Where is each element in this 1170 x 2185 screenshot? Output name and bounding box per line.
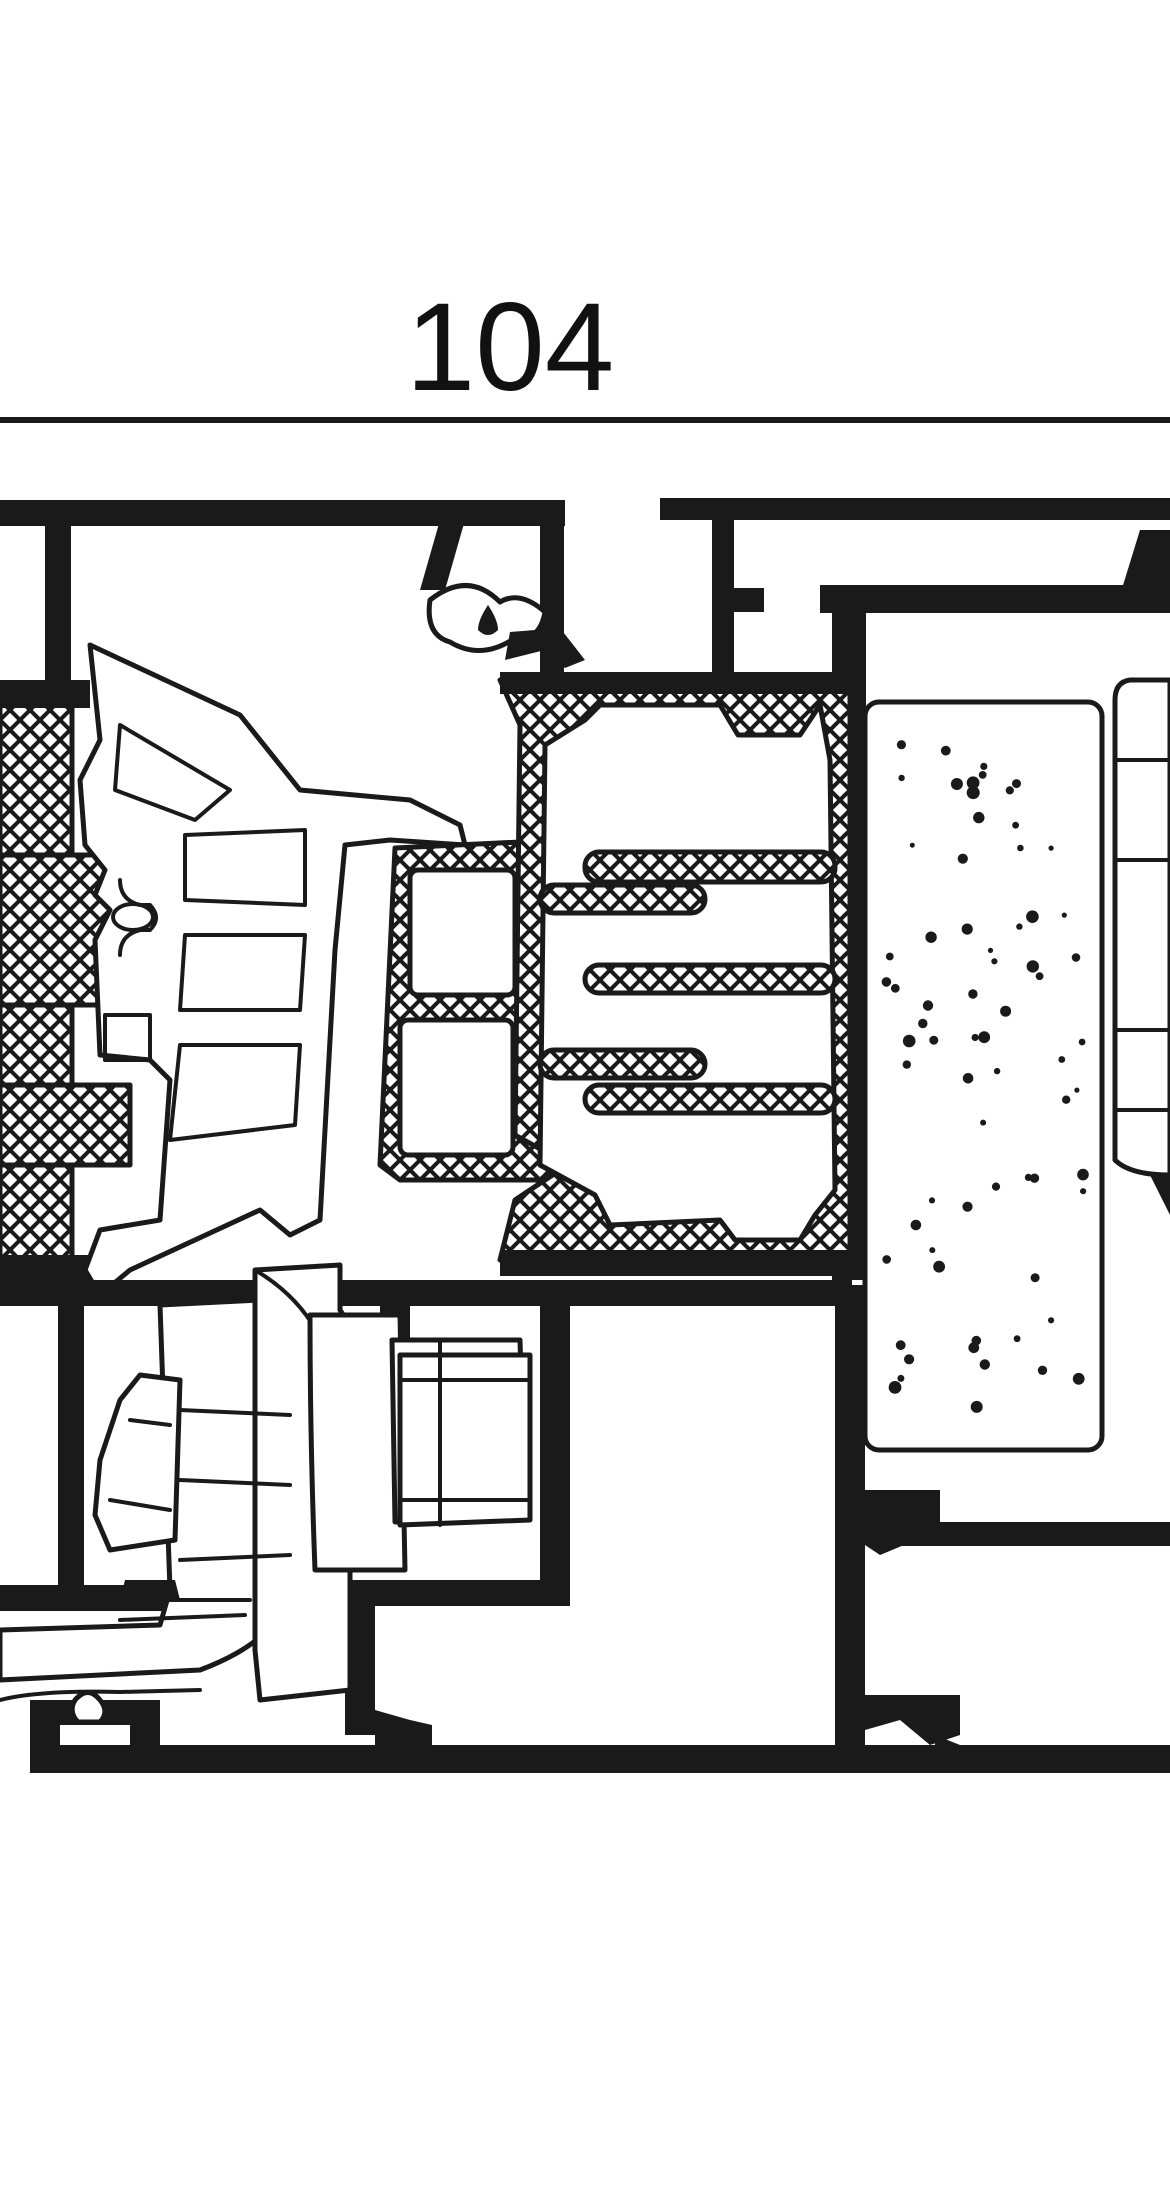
foam-speckle [1058,1056,1066,1063]
foam-speckle [925,931,937,943]
foam-speckle [1012,821,1019,829]
foam-speckle [970,1400,983,1413]
foam-speckle [978,771,987,779]
foam-speckle [966,786,980,800]
foam-speckle [980,762,988,771]
right-glazing-bead [1112,677,1170,1215]
foam-speckle [1024,1173,1032,1181]
foam-speckle [910,1219,922,1231]
foam-speckle [957,853,968,864]
foam-speckle [980,1119,987,1126]
foam-speckle [1071,953,1081,962]
foam-speckle [987,947,994,954]
insulation-panel [862,699,1105,1453]
foam-speckle [1080,1188,1087,1195]
foam-speckle [962,1073,974,1084]
dimension-line [0,417,1170,423]
foam-speckle [1078,1038,1086,1046]
foam-speckle [968,1342,980,1354]
foam-speckle [885,952,894,961]
foam-speckle [898,774,905,782]
foam-speckle [1037,1365,1048,1376]
foam-speckle [1035,972,1044,981]
foam-speckle [1062,1095,1071,1104]
foam-speckle [1026,960,1040,973]
foam-speckle [918,1018,928,1029]
foam-speckle [928,1197,936,1204]
foam-speckle [978,1031,991,1044]
foam-speckle [933,1260,945,1273]
foam-speckle [1005,786,1014,795]
foam-speckle [1017,844,1024,852]
foam-speckle [897,1374,905,1382]
foam-speckle [890,983,900,993]
foam-speckle [902,1034,916,1048]
foam-speckle [961,923,973,935]
foam-speckle [896,740,907,750]
foam-speckle [1026,910,1039,923]
foam-speckles [881,740,1089,1413]
foam-speckle [904,1354,915,1365]
foam-speckle [1000,1005,1012,1017]
foam-speckle [895,1340,906,1351]
dimension-label: 104 [406,278,615,417]
foam-speckle [1029,1173,1040,1183]
foam-speckle [968,989,978,999]
foam-speckle [902,1060,911,1069]
foam-speckle [979,1359,990,1370]
foam-speckle [1061,912,1067,918]
foam-speckle [909,842,915,848]
foam-speckle [1048,845,1054,851]
foam-speckle [966,776,980,790]
foam-speckle [940,745,951,756]
foam-speckle [962,1201,973,1212]
foam-speckle [882,1255,891,1264]
foam-speckle [950,778,963,790]
foam-speckle [1072,1372,1085,1385]
lower-frame [0,1280,1170,1773]
foam-speckle [971,1033,979,1042]
foam-speckle [1048,1317,1055,1324]
hardware-mechanism [0,1262,533,1703]
dimension-annotation: 104 [0,278,1170,423]
foam-speckle [929,1247,936,1254]
foam-speckle [1012,779,1021,789]
foam-speckle [888,1381,902,1394]
foam-speckle [1013,1335,1021,1343]
foam-speckle [991,1182,1001,1191]
foam-speckle [1030,1273,1040,1283]
foam-speckle [973,811,985,824]
foam-speckle [881,977,892,987]
central-thermal-frame [377,672,855,1276]
foam-speckle [1077,1168,1089,1181]
foam-speckle [1074,1087,1080,1093]
foam-speckle [922,1000,934,1011]
foam-speckle [1016,923,1023,930]
foam-speckle [991,958,998,965]
foam-speckle [929,1035,939,1045]
foam-speckle [993,1067,1001,1075]
